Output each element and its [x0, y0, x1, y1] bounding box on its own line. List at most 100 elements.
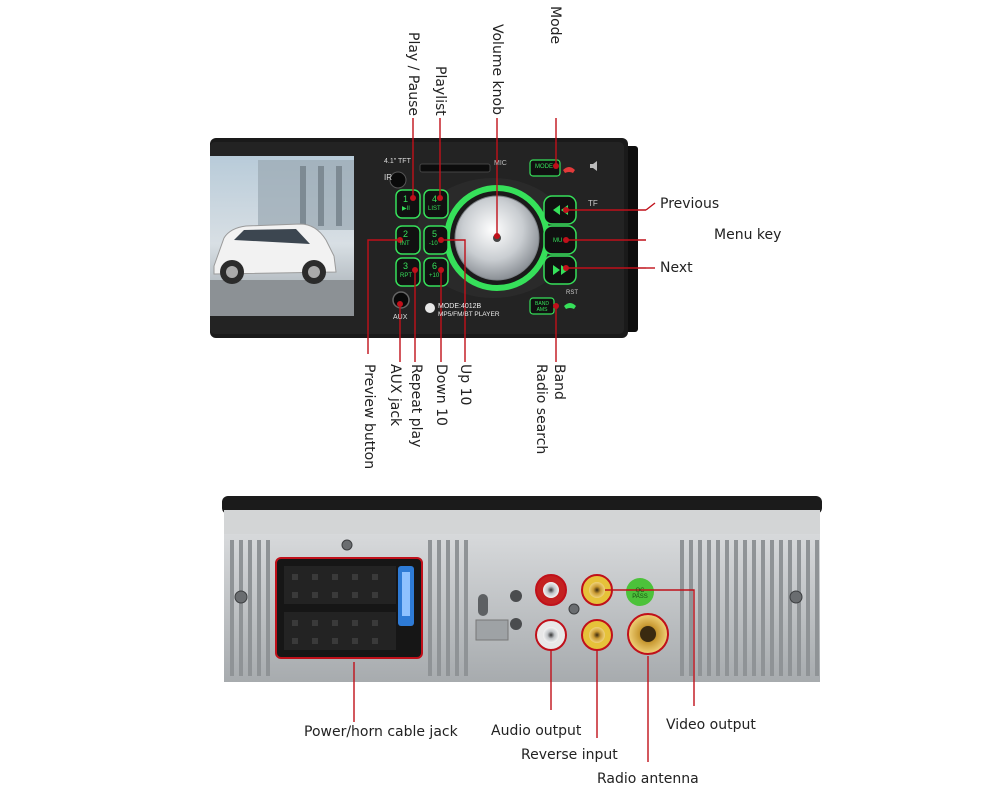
- mic-text: MIC: [494, 160, 507, 167]
- connector-pin: [292, 620, 298, 626]
- label-mode: Mode: [547, 6, 563, 45]
- screen-size-text: 4.1" TFT: [384, 158, 411, 165]
- heatsink-fin: [257, 540, 261, 676]
- connector-pin: [352, 638, 358, 644]
- key-4-num: 4: [432, 194, 438, 204]
- bluetooth-logo-icon: [425, 303, 435, 313]
- heatsink-fin: [230, 540, 234, 676]
- connector-pin: [312, 620, 318, 626]
- key-2-sub: INT: [400, 241, 410, 247]
- qc-pass-sticker: [626, 578, 654, 606]
- mode-button[interactable]: [529, 159, 561, 177]
- heatsink-fin: [248, 540, 252, 676]
- label-audio-output: Audio output: [491, 723, 582, 739]
- screw-left: [234, 590, 248, 604]
- connector-pin: [332, 592, 338, 598]
- callout-lines: [353, 118, 695, 762]
- heatsink-fin: [455, 540, 459, 676]
- screw-mid: [568, 603, 580, 615]
- heatsink-fin: [770, 540, 774, 676]
- connector-pin: [352, 574, 358, 580]
- connector-pin: [372, 638, 378, 644]
- label-previous: Previous: [660, 196, 720, 212]
- heatsink-fin: [707, 540, 711, 676]
- key-3-sub: RPT: [400, 273, 412, 279]
- label-reverse-input: Reverse input: [521, 747, 618, 763]
- callout-dots: [397, 163, 569, 309]
- connector-pin: [312, 574, 318, 580]
- label-volume-knob: Volume knob: [489, 24, 505, 115]
- heatsink-fin: [437, 540, 441, 676]
- connector-pin: [372, 574, 378, 580]
- label-band: Band: [551, 364, 567, 400]
- heatsink-fin: [680, 540, 684, 676]
- connector-pin: [372, 592, 378, 598]
- label-down-10: Down 10: [433, 364, 449, 426]
- label-playlist: Playlist: [432, 66, 448, 116]
- heatsink-fin: [788, 540, 792, 676]
- connector-pin: [372, 620, 378, 626]
- label-preview-button: Preview button: [361, 364, 377, 470]
- heatsink-fin: [743, 540, 747, 676]
- key-6-num: 6: [432, 261, 438, 271]
- heatsink-fin: [689, 540, 693, 676]
- connector-pin: [332, 638, 338, 644]
- heatsink-fin: [806, 540, 810, 676]
- connector-pin: [332, 620, 338, 626]
- key-1-num: 1: [403, 194, 409, 204]
- label-power-horn: Power/horn cable jack: [304, 724, 458, 740]
- rst-text: RST: [566, 290, 578, 296]
- label-video-output: Video output: [666, 717, 756, 733]
- label-radio-antenna: Radio antenna: [597, 771, 699, 787]
- tf-text: TF: [588, 199, 598, 208]
- key-2-num: 2: [403, 229, 409, 239]
- heatsink-fins: [230, 540, 819, 676]
- key-3-num: 3: [403, 261, 409, 271]
- mu-text: MU: [553, 238, 563, 244]
- previous-icon: [553, 205, 568, 215]
- ir-text: IR: [384, 173, 392, 182]
- aux-text: AUX: [393, 314, 408, 321]
- connector-pin: [352, 620, 358, 626]
- heatsink-fin: [761, 540, 765, 676]
- band-button-text: BAND AMS: [535, 301, 549, 313]
- key-5-num: 5: [432, 229, 438, 239]
- label-play-pause: Play / Pause: [405, 32, 421, 116]
- label-next: Next: [660, 260, 693, 276]
- key-3[interactable]: [395, 257, 421, 287]
- label-menu-key: Menu key: [714, 227, 782, 243]
- heatsink-fin: [734, 540, 738, 676]
- connector-pin: [312, 638, 318, 644]
- car-image: [213, 223, 337, 284]
- heatsink-fin: [716, 540, 720, 676]
- label-up-10: Up 10: [457, 364, 473, 406]
- heatsink-fin: [428, 540, 432, 676]
- label-repeat-play: Repeat play: [408, 364, 424, 448]
- back-panel: [222, 496, 822, 682]
- speaker-icon: [590, 161, 597, 171]
- model-text: MODE:4012B: [438, 303, 482, 310]
- screw-top: [341, 539, 353, 551]
- player-text: MP5/FM/BT PLAYER: [438, 311, 500, 318]
- phone-answer-icon: [564, 303, 576, 309]
- screw-right: [789, 590, 803, 604]
- heatsink-fin: [779, 540, 783, 676]
- mode-button-text: MODE: [535, 164, 553, 170]
- key-5-sub: -10: [429, 241, 438, 247]
- phone-hangup-icon: [563, 167, 575, 173]
- heatsink-fin: [698, 540, 702, 676]
- connector-pins: [292, 574, 378, 644]
- connector-pin: [312, 592, 318, 598]
- front-panel: [210, 138, 638, 338]
- connector-pin: [352, 592, 358, 598]
- heatsink-fin: [446, 540, 450, 676]
- heatsink-fin: [266, 540, 270, 676]
- card-slot: [419, 163, 491, 173]
- connector-pin: [292, 592, 298, 598]
- key-6[interactable]: [423, 257, 449, 287]
- heatsink-fin: [725, 540, 729, 676]
- heatsink-fin: [815, 540, 819, 676]
- heatsink-fin: [239, 540, 243, 676]
- label-radio-search: Radio search: [533, 364, 549, 455]
